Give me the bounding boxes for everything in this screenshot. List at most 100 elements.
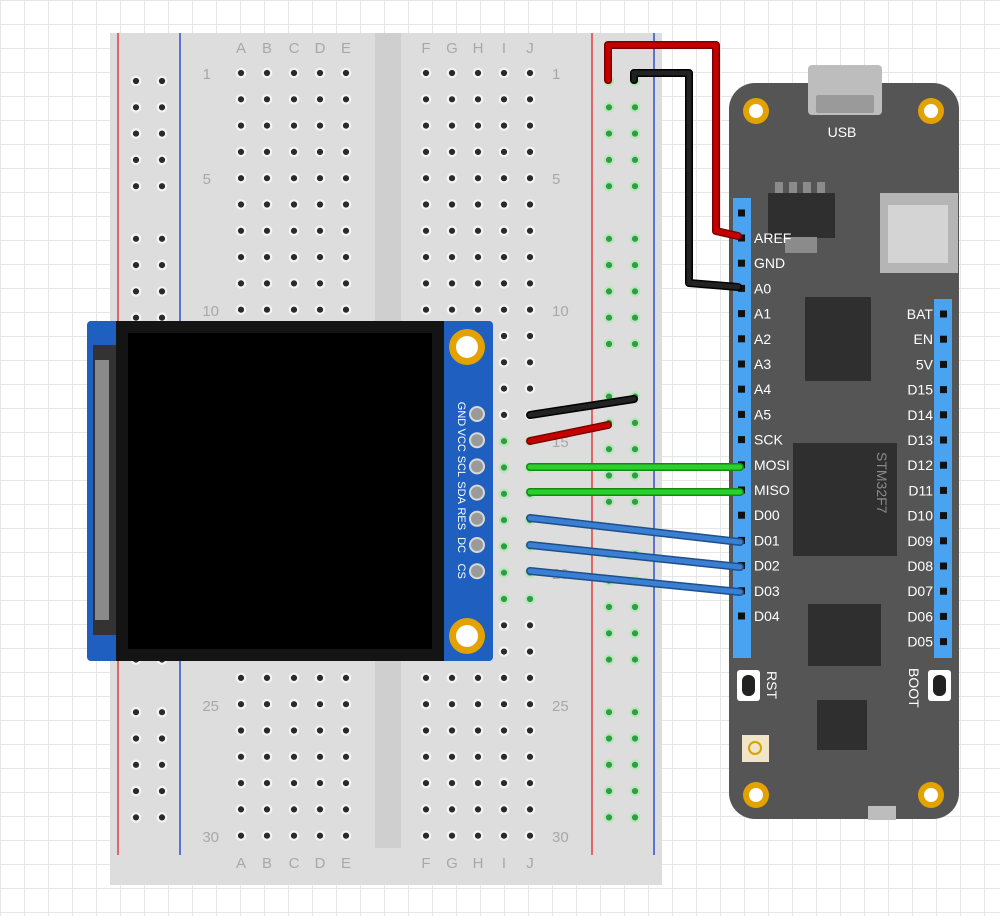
breadboard-hole[interactable] (446, 698, 458, 710)
breadboard-hole[interactable] (340, 225, 352, 237)
breadboard-hole[interactable] (420, 278, 432, 289)
header-pin[interactable] (738, 385, 745, 393)
breadboard-hole[interactable] (498, 672, 510, 684)
breadboard-hole[interactable] (498, 725, 510, 736)
breadboard-hole[interactable] (420, 304, 432, 315)
rail-hole[interactable] (629, 759, 641, 771)
breadboard-hole[interactable] (498, 751, 510, 763)
breadboard-hole[interactable] (420, 199, 432, 210)
rail-hole[interactable] (130, 706, 142, 718)
breadboard-hole[interactable] (288, 67, 300, 79)
header-pin[interactable] (940, 335, 947, 343)
breadboard-hole[interactable] (498, 593, 510, 605)
header-pin[interactable] (940, 587, 947, 595)
header-pin[interactable] (738, 335, 745, 343)
breadboard-hole[interactable] (472, 698, 484, 710)
rail-hole[interactable] (130, 233, 142, 245)
breadboard-hole[interactable] (446, 304, 458, 315)
breadboard-hole[interactable] (446, 751, 458, 763)
rail-hole[interactable] (629, 154, 641, 166)
breadboard-hole[interactable] (498, 225, 510, 237)
breadboard-hole[interactable] (472, 830, 484, 841)
breadboard-hole[interactable] (314, 751, 326, 763)
rail-hole[interactable] (156, 180, 168, 192)
breadboard-hole[interactable] (446, 804, 458, 815)
breadboard-hole[interactable] (446, 94, 458, 105)
breadboard-hole[interactable] (340, 146, 352, 158)
breadboard-hole[interactable] (524, 804, 536, 815)
breadboard-hole[interactable] (498, 435, 510, 447)
breadboard-hole[interactable] (340, 830, 352, 841)
breadboard-hole[interactable] (314, 278, 326, 289)
breadboard-hole[interactable] (288, 146, 300, 158)
breadboard-hole[interactable] (524, 199, 536, 210)
rail-hole[interactable] (629, 233, 641, 245)
breadboard-hole[interactable] (288, 172, 300, 184)
breadboard-hole[interactable] (314, 777, 326, 789)
breadboard-hole[interactable] (472, 278, 484, 289)
breadboard-hole[interactable] (261, 251, 273, 263)
breadboard-hole[interactable] (314, 251, 326, 263)
breadboard-hole[interactable] (498, 356, 510, 368)
rail-hole[interactable] (130, 286, 142, 297)
rail-hole[interactable] (629, 338, 641, 350)
rail-hole[interactable] (130, 259, 142, 271)
breadboard-hole[interactable] (446, 672, 458, 684)
rail-hole[interactable] (629, 733, 641, 744)
rail-hole[interactable] (603, 470, 615, 481)
breadboard-hole[interactable] (446, 146, 458, 158)
breadboard-hole[interactable] (420, 804, 432, 815)
header-pin[interactable] (738, 259, 745, 267)
breadboard-hole[interactable] (261, 804, 273, 815)
breadboard-hole[interactable] (524, 172, 536, 184)
breadboard-hole[interactable] (288, 304, 300, 315)
breadboard-hole[interactable] (314, 830, 326, 841)
breadboard-hole[interactable] (524, 777, 536, 789)
breadboard-hole[interactable] (235, 67, 247, 79)
rail-hole[interactable] (130, 180, 142, 192)
display-pin[interactable] (469, 484, 485, 501)
rail-hole[interactable] (603, 443, 615, 455)
breadboard-hole[interactable] (288, 278, 300, 289)
breadboard-hole[interactable] (235, 830, 247, 841)
rail-hole[interactable] (130, 812, 142, 823)
breadboard-hole[interactable] (340, 777, 352, 789)
breadboard-hole[interactable] (261, 777, 273, 789)
breadboard-hole[interactable] (235, 698, 247, 710)
rail-hole[interactable] (130, 733, 142, 744)
rail-hole[interactable] (603, 627, 615, 639)
rail-hole[interactable] (603, 233, 615, 245)
rail-hole[interactable] (156, 259, 168, 271)
breadboard-hole[interactable] (420, 94, 432, 105)
breadboard-hole[interactable] (498, 567, 510, 578)
breadboard-hole[interactable] (472, 146, 484, 158)
breadboard-hole[interactable] (340, 120, 352, 131)
breadboard-hole[interactable] (498, 120, 510, 131)
breadboard-hole[interactable] (288, 698, 300, 710)
breadboard-hole[interactable] (524, 698, 536, 710)
display-pin[interactable] (469, 406, 485, 422)
breadboard-hole[interactable] (498, 409, 510, 421)
rail-hole[interactable] (603, 812, 615, 823)
rail-hole[interactable] (130, 312, 142, 323)
wire-cs[interactable] (527, 568, 743, 595)
breadboard-hole[interactable] (472, 304, 484, 315)
rail-hole[interactable] (603, 154, 615, 166)
rail-hole[interactable] (603, 496, 615, 508)
breadboard-hole[interactable] (420, 146, 432, 158)
wire-res[interactable] (527, 515, 743, 545)
breadboard-hole[interactable] (235, 172, 247, 184)
breadboard-hole[interactable] (235, 725, 247, 736)
breadboard-hole[interactable] (261, 698, 273, 710)
breadboard-hole[interactable] (314, 94, 326, 105)
breadboard-hole[interactable] (498, 488, 510, 500)
breadboard-hole[interactable] (472, 777, 484, 789)
breadboard-hole[interactable] (524, 94, 536, 105)
breadboard-hole[interactable] (420, 751, 432, 763)
rail-hole[interactable] (603, 601, 615, 613)
breadboard-hole[interactable] (472, 725, 484, 736)
rail-hole[interactable] (629, 102, 641, 113)
display-pin[interactable] (469, 563, 485, 580)
breadboard-hole[interactable] (446, 199, 458, 210)
breadboard-hole[interactable] (420, 830, 432, 841)
